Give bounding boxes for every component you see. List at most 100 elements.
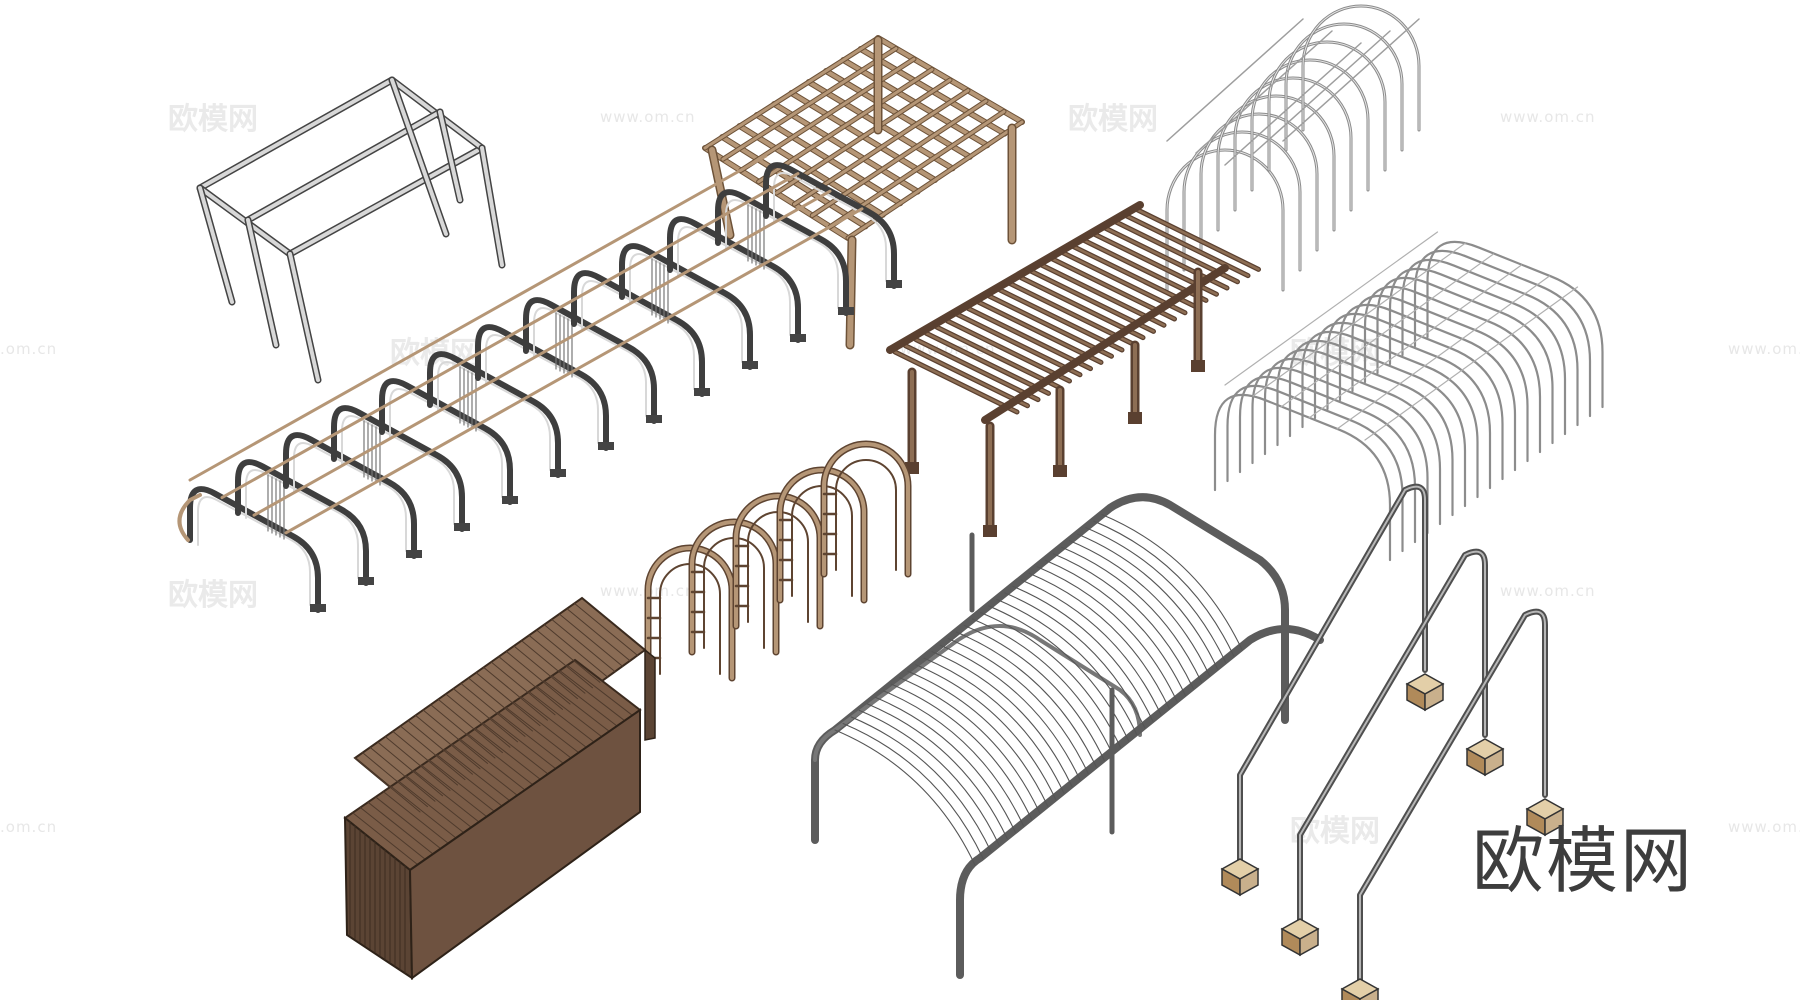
dark-pergola-slat-face <box>946 319 1071 383</box>
wire-tunnel-arch <box>1326 312 1504 481</box>
bench-slat-line <box>421 764 488 818</box>
bench-slat-line <box>573 602 638 656</box>
bench-slat-line <box>543 680 610 732</box>
tunnel-foot <box>646 415 662 423</box>
frame-beam-face <box>198 186 234 304</box>
tunnel-foot <box>454 523 470 531</box>
tunnel-wood-purlin <box>252 189 832 517</box>
canopy-wire <box>1044 559 1186 696</box>
dark-pergola-slat-face <box>977 301 1103 364</box>
wire-tunnel-arch <box>1251 366 1429 535</box>
tunnel-foot <box>598 442 614 450</box>
bench-slat-line <box>392 730 458 786</box>
watermark-site: www.om.cn <box>1728 340 1800 358</box>
bench-slat-line <box>452 688 518 743</box>
bench-slat-line <box>377 741 443 797</box>
bench-slat-line <box>459 738 526 791</box>
gate-arch-highlight <box>1239 485 1426 866</box>
canopy-wire <box>1020 579 1162 716</box>
tunnel-arch-inner <box>197 496 311 606</box>
watermark-name: 欧模网 <box>168 102 258 137</box>
bench-slat-line <box>354 757 421 813</box>
canopy-wire <box>1012 585 1154 722</box>
frame-beam-face <box>438 110 462 202</box>
bench-leg-back <box>644 648 656 741</box>
gate-arch-steel <box>1297 548 1488 928</box>
tunnel-foot <box>790 334 806 342</box>
bench-slat-line <box>490 661 556 716</box>
wire-tunnel-arch <box>1238 375 1417 544</box>
wood-arch-face <box>646 546 734 680</box>
tunnel-foot <box>310 604 326 612</box>
canopy-wire <box>842 722 984 860</box>
tunnel-foot <box>406 550 422 558</box>
wire-arch-tunnel-large-model <box>1213 231 1604 562</box>
tunnel-end-wood <box>177 493 202 542</box>
bench-slat-line <box>520 640 586 694</box>
bench-slat-line <box>558 613 623 667</box>
canopy-wire <box>874 696 1016 833</box>
wire-tunnel-arch <box>1276 348 1454 517</box>
tunnel-arch-inner <box>629 253 743 363</box>
canopy-wire <box>939 644 1081 781</box>
wire-arch-highlight <box>1217 95 1335 231</box>
wire-tunnel-purlin <box>1336 275 1551 430</box>
canopy-wire <box>1077 533 1219 670</box>
bench-slat-line <box>536 629 601 683</box>
wood-arch-inner <box>835 459 897 571</box>
tunnel-arch-inner <box>437 361 551 471</box>
wood-arch-face <box>690 520 778 654</box>
wire-arch-highlight <box>1302 5 1420 131</box>
wire-tunnel-arch <box>1363 285 1542 454</box>
wire-longitudinal <box>1195 30 1333 154</box>
tunnel-arch-inner <box>773 172 887 282</box>
wire-arch-highlight <box>1285 23 1403 151</box>
dark-wood-pergola-model <box>886 201 1261 537</box>
bench-slat-line <box>415 714 481 770</box>
watermark-name: 欧模网 <box>168 578 258 613</box>
gate-arch-steel <box>1357 608 1548 988</box>
wire-arch-highlight <box>1234 77 1352 211</box>
dark-pergola-slat-face <box>1030 270 1155 333</box>
dark-pergola-slat-face <box>988 294 1113 358</box>
wire-longitudinal <box>1282 18 1420 142</box>
watermark-name: 欧模网 <box>1068 102 1158 137</box>
tunnel-arch-inner <box>677 226 791 336</box>
gate-base-front <box>1544 807 1564 837</box>
bench-slat-line <box>375 796 442 850</box>
bench-slat-line <box>475 672 541 727</box>
bench-slat-line <box>369 746 436 802</box>
canopy-wire <box>963 624 1105 762</box>
wire-arch-highlight <box>1268 41 1386 171</box>
wood-pergola-model <box>702 35 1025 350</box>
dark-pergola-slat-face <box>893 350 1019 414</box>
bench-slat-line <box>352 812 419 866</box>
bench-slat-line <box>407 720 473 775</box>
bench-slat-line <box>362 752 428 808</box>
bench-slat-line <box>528 691 595 743</box>
bench-slat-line <box>437 698 503 754</box>
canopy-wire <box>899 677 1041 814</box>
dark-pergola-slat-face <box>998 288 1124 352</box>
bench-slat-line <box>436 754 503 807</box>
bench-slat-line <box>460 682 526 737</box>
wood-arch-face <box>822 442 910 576</box>
bench-slat-line <box>520 696 587 748</box>
tunnel-foot <box>550 469 566 477</box>
bench-slat-line <box>505 650 571 705</box>
dark-pergola-slat-face <box>967 307 1092 370</box>
canopy-wire <box>1093 520 1235 657</box>
dark-pergola-slat-face <box>1135 208 1260 271</box>
canopy-wire <box>1052 553 1194 690</box>
steel-frame-model <box>196 76 506 384</box>
bench-slat-line <box>359 806 426 860</box>
pergola-purlin-face <box>757 68 934 184</box>
canopy-frame-front <box>956 625 1324 979</box>
wire-tunnel-arch <box>1413 249 1592 418</box>
wire-tunnel-arch <box>1313 321 1492 490</box>
wire-tunnel-arch <box>1401 258 1579 427</box>
wire-tunnel-arch <box>1376 276 1554 445</box>
bench-slat-line <box>566 664 633 716</box>
frame-beam-face <box>390 78 448 236</box>
